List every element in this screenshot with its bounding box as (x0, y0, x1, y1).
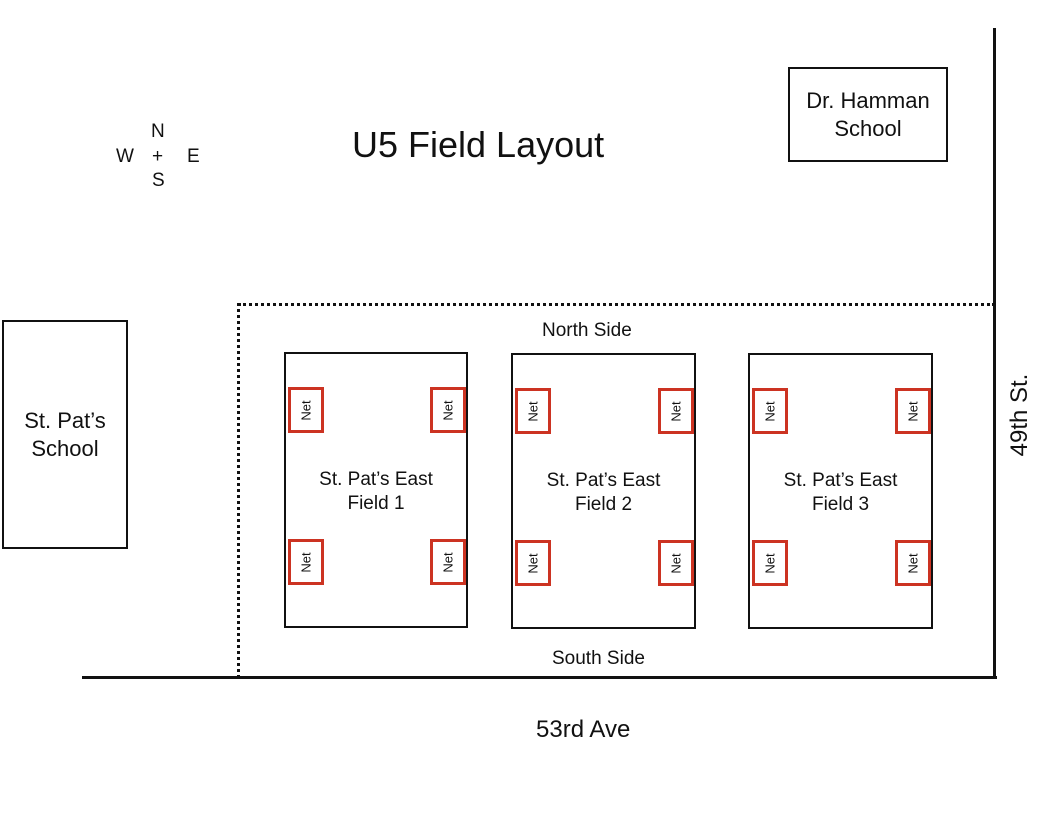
net: Net (752, 540, 788, 586)
st-pats-school-line1: St. Pat’s (24, 407, 106, 433)
compass-east: E (187, 146, 200, 167)
net: Net (658, 540, 694, 586)
road-53rd-ave-label: 53rd Ave (536, 716, 631, 743)
net: Net (515, 388, 551, 434)
net: Net (288, 539, 324, 585)
net: Net (895, 388, 931, 434)
field-3: Net Net St. Pat’s East Field 3 Net Net (748, 353, 933, 629)
field-label: St. Pat’s East Field 3 (783, 470, 898, 515)
st-pats-school-line2: School (31, 435, 99, 461)
net: Net (515, 540, 551, 586)
net: Net (658, 388, 694, 434)
net: Net (288, 387, 324, 433)
field-2: Net Net St. Pat’s East Field 2 Net Net (511, 353, 696, 629)
property-boundary-left (237, 303, 240, 678)
st-pats-school: St. Pat’s School (2, 320, 128, 549)
page-title: U5 Field Layout (352, 124, 605, 165)
compass-north: N (151, 121, 165, 142)
compass-west: W (116, 146, 134, 167)
dr-hamman-school-line2: School (834, 115, 902, 141)
road-49th-st-label: 49th St. (1006, 373, 1033, 457)
net: Net (430, 539, 466, 585)
field-label: St. Pat’s East Field 2 (546, 470, 661, 515)
net: Net (752, 388, 788, 434)
field-1: Net Net St. Pat’s East Field 1 Net Net (284, 352, 468, 628)
dr-hamman-school-line1: Dr. Hamman (806, 87, 930, 113)
dr-hamman-school: Dr. Hamman School (788, 67, 948, 162)
property-boundary-top (238, 303, 995, 306)
road-49th-st-line (993, 28, 996, 679)
north-side-label: North Side (542, 320, 632, 341)
road-53rd-ave-line (82, 676, 997, 679)
field-label: St. Pat’s East Field 1 (319, 469, 433, 514)
net: Net (430, 387, 466, 433)
compass-south: S (152, 170, 165, 191)
south-side-label: South Side (552, 648, 645, 669)
net: Net (895, 540, 931, 586)
compass: N W + E S (108, 118, 212, 194)
compass-center: + (152, 146, 164, 167)
